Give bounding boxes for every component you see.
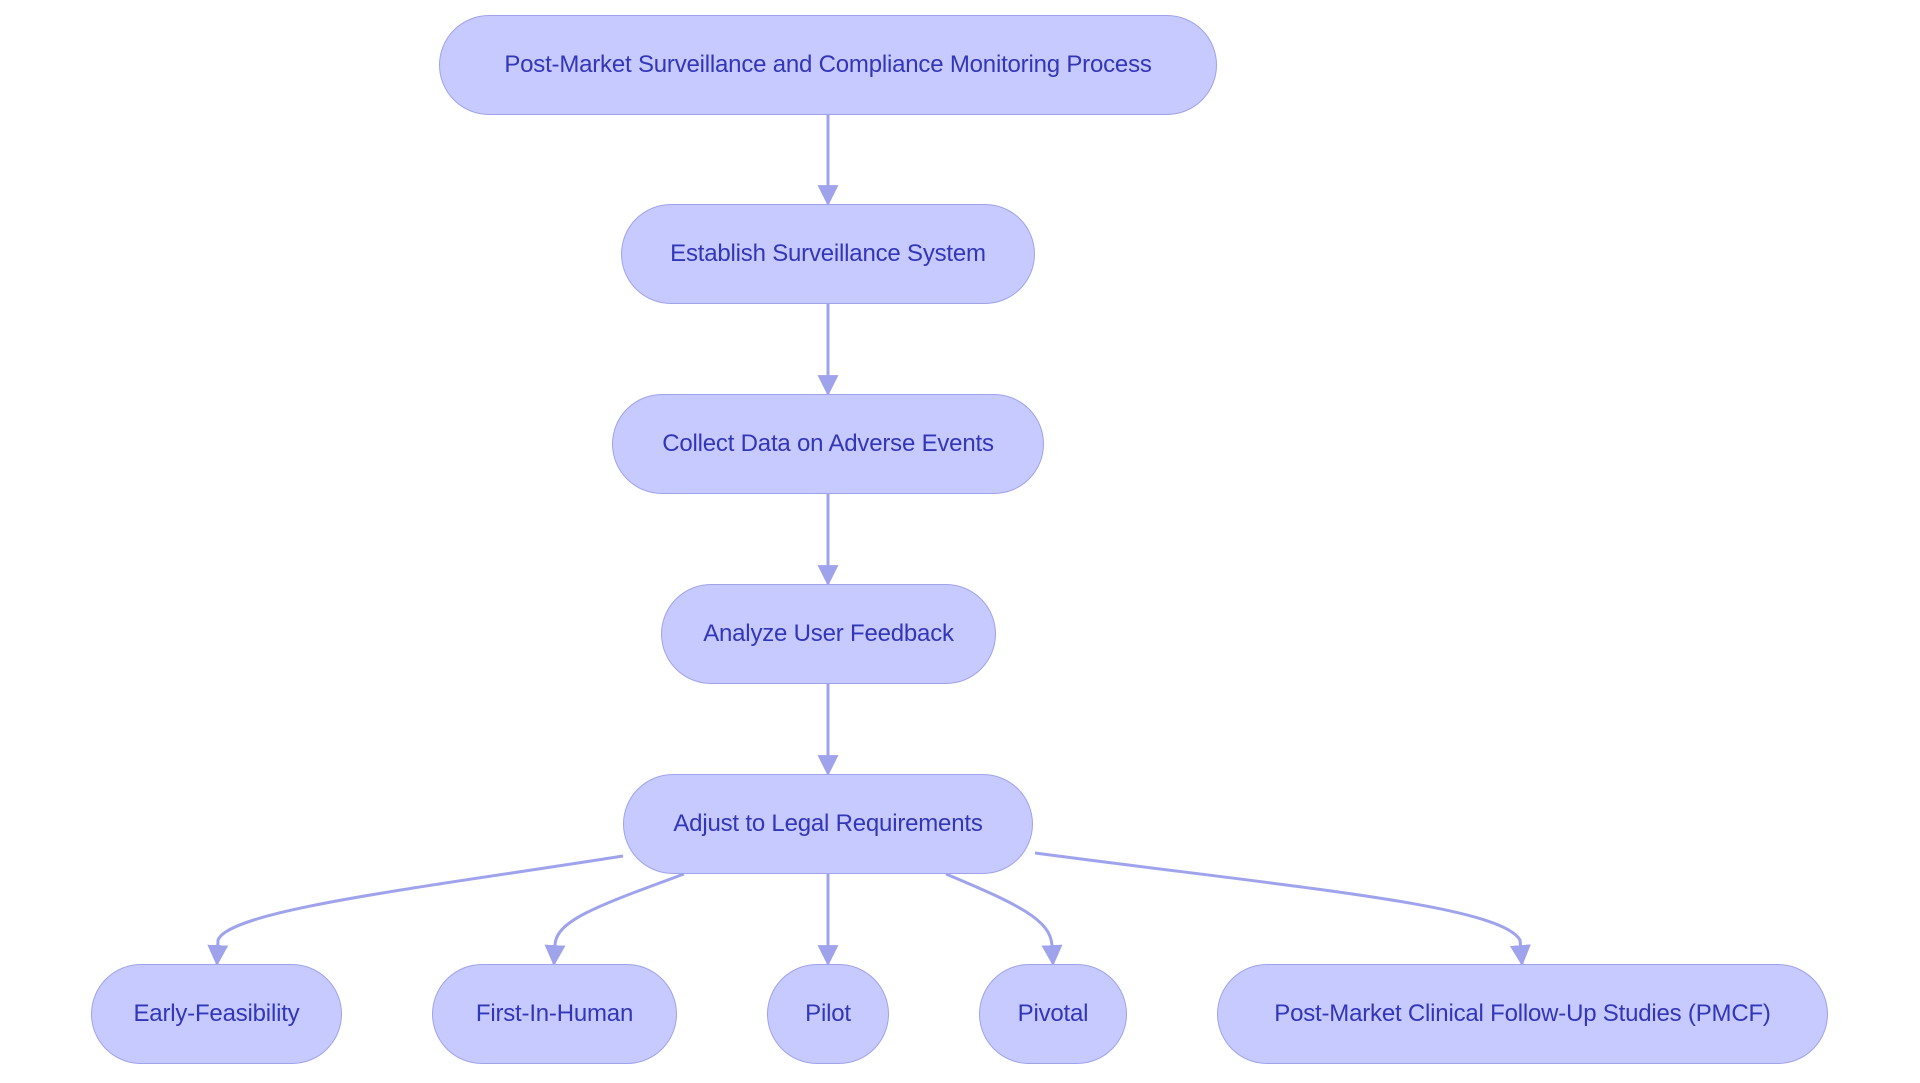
- node-label: Adjust to Legal Requirements: [673, 810, 983, 837]
- node-analyze-feedback[interactable]: Analyze User Feedback: [661, 584, 996, 684]
- edge-adjust-early: [207, 854, 624, 967]
- node-pmcf[interactable]: Post-Market Clinical Follow-Up Studies (…: [1217, 964, 1828, 1064]
- edge-adjust-pmcf: [1034, 851, 1531, 967]
- node-label: Post-Market Surveillance and Compliance …: [504, 51, 1152, 78]
- node-label: Post-Market Clinical Follow-Up Studies (…: [1274, 1000, 1771, 1027]
- node-early-feasibility[interactable]: Early-Feasibility: [91, 964, 342, 1064]
- node-label: Early-Feasibility: [133, 1000, 300, 1027]
- node-first-in-human[interactable]: First-In-Human: [432, 964, 677, 1064]
- edge-adjust-pivotal: [945, 872, 1063, 967]
- node-pivotal[interactable]: Pivotal: [979, 964, 1127, 1064]
- node-collect-data[interactable]: Collect Data on Adverse Events: [612, 394, 1044, 494]
- node-label: Pivotal: [1017, 1000, 1089, 1027]
- node-root[interactable]: Post-Market Surveillance and Compliance …: [439, 15, 1217, 115]
- node-label: Collect Data on Adverse Events: [662, 430, 994, 457]
- node-adjust-legal[interactable]: Adjust to Legal Requirements: [623, 774, 1033, 874]
- edge-adjust-fih: [544, 872, 685, 967]
- node-label: Pilot: [805, 1000, 851, 1027]
- node-label: Establish Surveillance System: [670, 240, 986, 267]
- node-label: Analyze User Feedback: [703, 620, 954, 647]
- node-label: First-In-Human: [475, 1000, 634, 1027]
- node-pilot[interactable]: Pilot: [767, 964, 889, 1064]
- node-establish-surveillance[interactable]: Establish Surveillance System: [621, 204, 1035, 304]
